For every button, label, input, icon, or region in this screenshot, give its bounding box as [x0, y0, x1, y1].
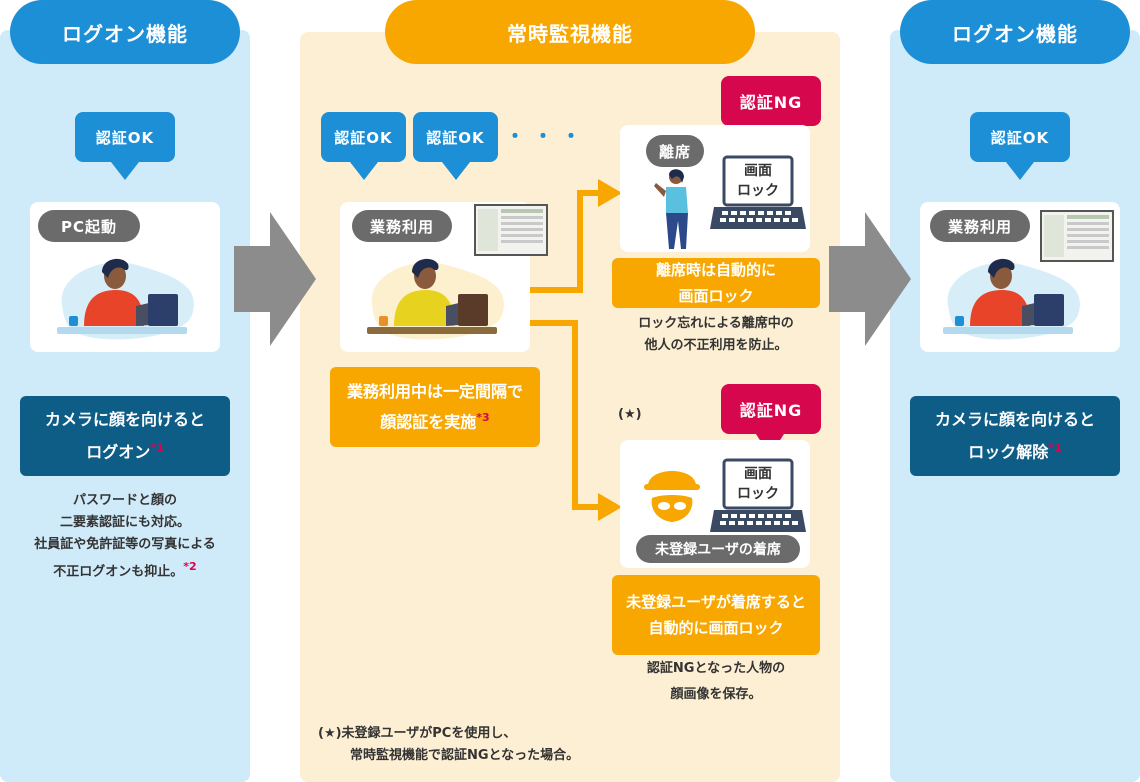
left-face-logon-box: カメラに顔を向けると ログオン*1: [20, 396, 230, 476]
left-face-logon-line2-wrap: ログオン*1: [86, 434, 163, 466]
left-note: パスワードと顔の 二要素認証にも対応。 社員証や免許証等の写真による 不正ログオ…: [10, 490, 240, 583]
right-work-tag: 業務利用: [930, 210, 1030, 242]
periodic-auth-line2-wrap: 顔認証を実施*3: [380, 405, 489, 435]
elbow-arrow-icon: [530, 179, 622, 521]
left-note-line4: 不正ログオンも抑止。: [53, 564, 184, 580]
person-standing-icon: [654, 169, 688, 249]
middle-footnote-line1: (★)未登録ユーザがPCを使用し、: [318, 726, 517, 741]
periodic-auth-line2: 顔認証を実施: [380, 412, 477, 432]
away-note-line1: ロック忘れによる離席中の: [638, 316, 794, 331]
intruder-auto-lock-line2: 自動的に画面ロック: [648, 619, 784, 637]
away-screen-line1: 画面: [744, 163, 772, 179]
person-at-laptop-icon: [367, 258, 504, 340]
left-note-line1: パスワードと顔の: [72, 493, 177, 508]
left-footnote-mark-2: *2: [183, 560, 197, 573]
left-note-line4-wrap: 不正ログオンも抑止。*2: [10, 556, 240, 583]
intruder-note-line2: 顔画像を保存。: [670, 687, 762, 702]
intruder-ng-bubble: 認証NG: [721, 384, 821, 434]
continuation-dots: ・・・: [505, 124, 589, 148]
intruder-icon: [644, 471, 700, 522]
right-footnote-mark-1: *1: [1048, 440, 1062, 454]
intruder-note: 認証NGとなった人物の 顔画像を保存。: [600, 656, 832, 708]
middle-work-tag: 業務利用: [352, 210, 452, 242]
screenshot-thumbnail-icon: [1040, 210, 1114, 262]
left-note-line2: 二要素認証にも対応。: [59, 515, 190, 530]
right-face-unlock-line2-wrap: ロック解除*1: [968, 434, 1061, 466]
right-auth-ok-bubble: 認証OK: [970, 112, 1070, 162]
right-face-unlock-line1: カメラに顔を向けると: [934, 409, 1095, 429]
right-work-card: 業務利用: [920, 202, 1120, 352]
person-at-laptop-icon: [943, 258, 1080, 340]
screenshot-thumbnail-icon: [474, 204, 548, 256]
laptop-icon: [710, 458, 806, 532]
right-face-unlock-box: カメラに顔を向けると ロック解除*1: [910, 396, 1120, 476]
intruder-star-mark: (★): [618, 407, 642, 422]
middle-auth-ok-tail-2: [442, 162, 470, 180]
away-note-line2: 他人の不正利用を防止。: [644, 338, 788, 353]
right-header: ログオン機能: [900, 0, 1130, 64]
big-arrow-icon: [234, 212, 316, 346]
middle-footnote-mark-3: *3: [476, 410, 490, 424]
intruder-note-line1: 認証NGとなった人物の: [646, 661, 786, 676]
intruder-screen-line2: ロック: [737, 486, 779, 502]
middle-header: 常時監視機能: [385, 0, 755, 64]
left-header: ログオン機能: [10, 0, 240, 64]
away-note: ロック忘れによる離席中の 他人の不正利用を防止。: [600, 313, 832, 357]
away-auto-lock-box: 離席時は自動的に 画面ロック: [612, 258, 820, 308]
middle-auth-ok-bubble-1: 認証OK: [321, 112, 406, 162]
away-auto-lock-line1: 離席時は自動的に: [655, 261, 776, 279]
left-auth-ok-bubble: 認証OK: [75, 112, 175, 162]
periodic-auth-line1: 業務利用中は一定間隔で: [346, 381, 523, 401]
left-face-logon-line1: カメラに顔を向けると: [44, 409, 205, 429]
away-tag: 離席: [646, 135, 704, 167]
left-pc-start-tag: PC起動: [38, 210, 140, 242]
intruder-screen-line1: 画面: [744, 466, 772, 482]
middle-footnote-line2: 常時監視機能で認証NGとなった場合。: [350, 748, 580, 763]
middle-footnote: (★)未登録ユーザがPCを使用し、 常時監視機能で認証NGとなった場合。: [318, 723, 638, 767]
away-auto-lock-line2: 画面ロック: [678, 287, 754, 305]
left-footnote-mark-1: *1: [150, 440, 164, 454]
away-screen-lock-text: 画面 ロック: [724, 161, 792, 201]
left-pc-card: PC起動: [30, 202, 220, 352]
intruder-auto-lock-box: 未登録ユーザが着席すると 自動的に画面ロック: [612, 575, 820, 655]
intruder-screen-lock-text: 画面 ロック: [724, 464, 792, 504]
right-face-unlock-line2: ロック解除: [968, 442, 1049, 462]
middle-auth-ok-bubble-2: 認証OK: [413, 112, 498, 162]
away-screen-line2: ロック: [737, 183, 779, 199]
left-face-logon-line2: ログオン: [86, 442, 151, 462]
away-card: 離席 画面 ロック: [620, 125, 810, 252]
right-auth-ok-tail: [1006, 162, 1034, 180]
left-auth-ok-tail: [111, 162, 139, 180]
intruder-card: 画面 ロック 未登録ユーザの着席: [620, 440, 810, 568]
laptop-icon: [710, 155, 806, 229]
left-note-line3: 社員証や免許証等の写真による: [34, 537, 216, 552]
middle-periodic-auth-box: 業務利用中は一定間隔で 顔認証を実施*3: [330, 367, 540, 447]
middle-work-card: 業務利用: [340, 202, 548, 352]
middle-auth-ok-tail-1: [350, 162, 378, 180]
intruder-auto-lock-line1: 未登録ユーザが着席すると: [626, 593, 806, 611]
intruder-tag: 未登録ユーザの着席: [636, 535, 800, 563]
person-at-laptop-icon: [57, 258, 194, 340]
away-ng-bubble: 認証NG: [721, 76, 821, 126]
big-arrow-icon: [829, 212, 911, 346]
